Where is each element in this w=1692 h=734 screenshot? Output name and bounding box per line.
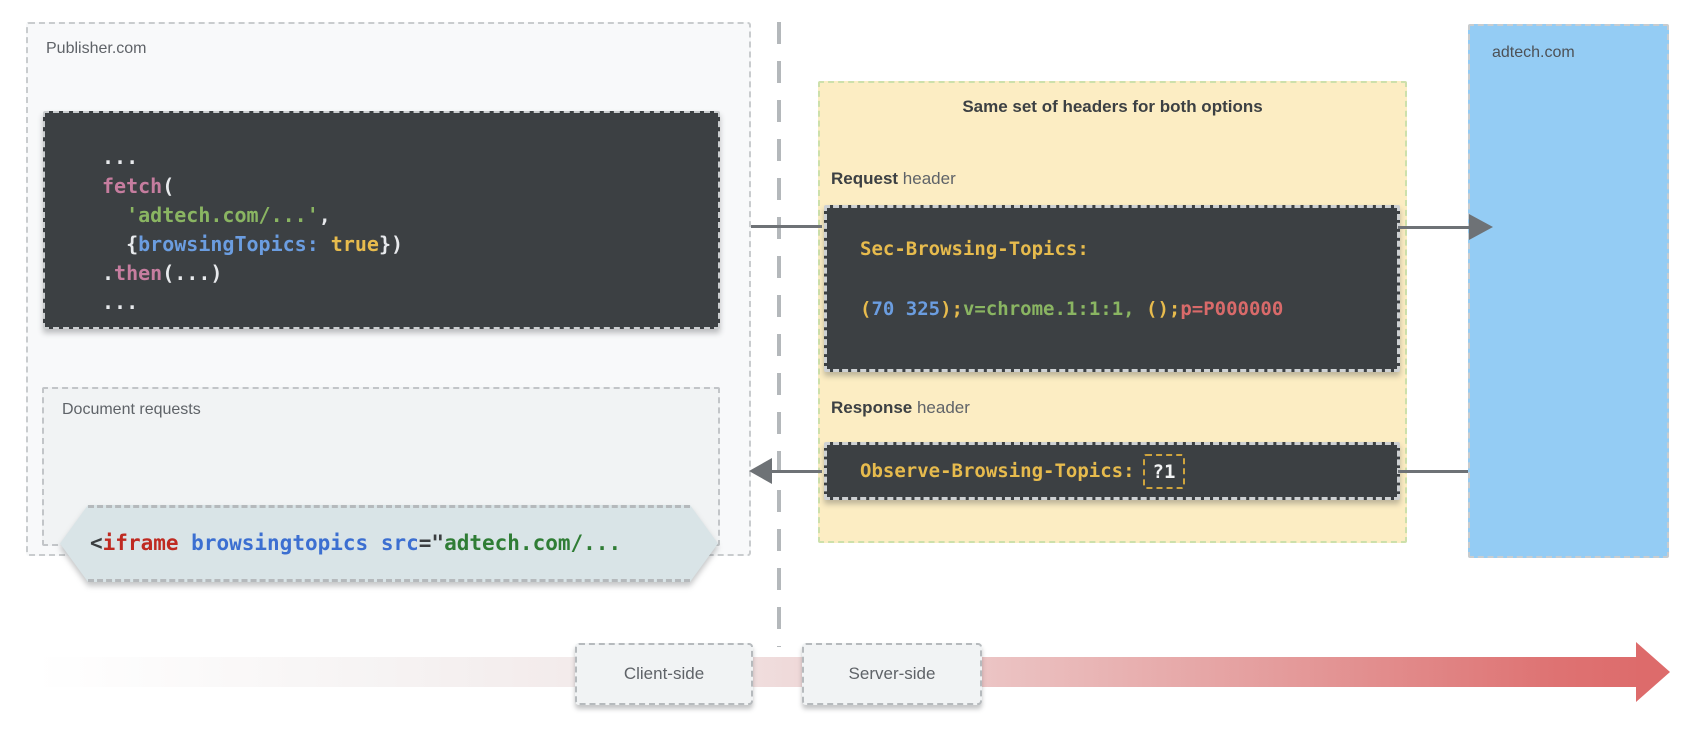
- iframe-code-line: <iframe browsingtopics src="adtech.com/.…: [90, 531, 622, 555]
- code-line: ...: [102, 290, 139, 314]
- publisher-label: Publisher.com: [46, 40, 147, 57]
- response-header-label-rest: header: [912, 398, 970, 417]
- hexagon-dash-bottom: [88, 579, 690, 582]
- code-line: ...: [102, 145, 139, 169]
- headers-panel-title: Same set of headers for both options: [962, 97, 1263, 116]
- headers-panel: Same set of headers for both options Req…: [818, 81, 1407, 543]
- publisher-panel: Publisher.com ... fetch( 'adtech.com/...…: [26, 22, 751, 556]
- client-server-separator-line: [777, 22, 781, 647]
- document-requests-panel: Document requests <iframe browsingtopics…: [42, 387, 720, 546]
- adtech-to-response-connector: [1398, 470, 1468, 473]
- arrow-right-icon: [1469, 214, 1493, 240]
- request-header-block: Sec-Browsing-Topics: (70 325);v=chrome.1…: [824, 205, 1400, 372]
- response-value-chip: ?1: [1142, 453, 1186, 489]
- request-header-label-rest: header: [898, 169, 956, 188]
- request-header-label: Request header: [831, 169, 956, 189]
- request-header-label-strong: Request: [831, 169, 899, 188]
- adtech-label: adtech.com: [1492, 44, 1575, 61]
- request-header-name: Sec-Browsing-Topics:: [860, 238, 1089, 260]
- iframe-code-chip: <iframe browsingtopics src="adtech.com/.…: [60, 505, 718, 582]
- response-to-publisher-connector: [771, 470, 822, 473]
- response-header-label-strong: Response: [831, 398, 913, 417]
- response-header-name: Observe-Browsing-Topics:: [860, 459, 1135, 482]
- code-line: {browsingTopics: true}): [102, 232, 404, 256]
- arrow-left-icon: [749, 458, 772, 484]
- response-header-block: Observe-Browsing-Topics: ?1: [824, 442, 1400, 500]
- publisher-to-request-connector: [751, 225, 822, 228]
- response-header-label: Response header: [831, 398, 970, 418]
- document-requests-label: Document requests: [62, 401, 201, 418]
- hexagon-dash-top: [88, 505, 690, 508]
- server-side-badge: Server-side: [802, 643, 982, 705]
- code-line: fetch(: [102, 174, 175, 198]
- fetch-code-block: ... fetch( 'adtech.com/...', {browsingTo…: [43, 111, 720, 329]
- client-side-badge: Client-side: [575, 643, 753, 705]
- request-to-adtech-connector: [1398, 226, 1470, 229]
- request-header-value: (70 325);v=chrome.1:1:1, ();p=P000000: [860, 298, 1284, 320]
- adtech-panel: adtech.com: [1468, 24, 1669, 558]
- code-line: .then(...): [102, 261, 223, 285]
- code-line: 'adtech.com/...',: [126, 203, 331, 227]
- iframe-hexagon-wrap: <iframe browsingtopics src="adtech.com/.…: [52, 447, 710, 524]
- timeline-arrowhead-icon: [1636, 642, 1670, 702]
